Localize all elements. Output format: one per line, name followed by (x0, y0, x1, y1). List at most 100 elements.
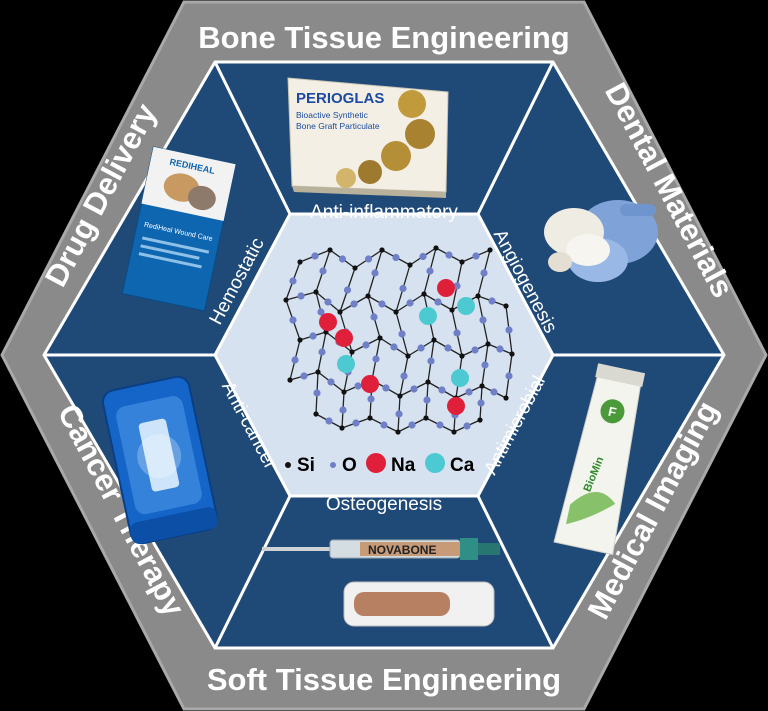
legend-o-dot (330, 462, 336, 468)
silicon-atom (503, 303, 509, 309)
oxygen-atom (354, 382, 362, 390)
oxygen-atom (438, 386, 446, 394)
rediheal-box: REDIHEAL RediHeal Wound Care (121, 146, 237, 312)
sodium-ion (319, 313, 337, 331)
silicon-atom (509, 351, 515, 357)
oxygen-atom (427, 357, 435, 365)
oxygen-atom (444, 344, 452, 352)
silicon-atom (459, 353, 465, 359)
silicon-atom (297, 337, 303, 343)
silicon-atom (379, 247, 385, 253)
silicon-atom (459, 259, 465, 265)
silicon-atom (479, 383, 485, 389)
oxygen-atom (463, 422, 471, 430)
oxygen-atom (417, 344, 425, 352)
oxygen-atom (378, 300, 386, 308)
legend-si-label: Si (297, 455, 315, 476)
silicon-atom (339, 425, 345, 431)
perioglas-brand: PERIOGLAS (296, 90, 384, 107)
oxygen-atom (289, 277, 297, 285)
outer-label-bottom: Soft Tissue Engineering (207, 662, 561, 697)
outer-label-top: Bone Tissue Engineering (198, 20, 570, 55)
oxygen-atom (338, 255, 347, 263)
novabone-syringe: NOVABONE (262, 538, 500, 627)
oxygen-atom (325, 417, 333, 425)
silicon-atom (431, 337, 437, 343)
oxygen-atom (362, 341, 370, 349)
silicon-atom (451, 429, 457, 435)
silicon-atom (352, 265, 358, 271)
sodium-ion (447, 397, 465, 415)
oxygen-atom (395, 410, 403, 418)
legend-si-dot (285, 462, 291, 468)
legend-na-label: Na (391, 455, 416, 476)
oxygen-atom (410, 385, 418, 393)
silicon-atom (367, 415, 373, 421)
silicon-atom (477, 417, 483, 423)
oxygen-atom (471, 346, 479, 354)
silicon-atom (287, 377, 293, 383)
oxygen-atom (400, 372, 408, 380)
oxygen-atom (398, 330, 406, 338)
oxygen-atom (481, 361, 489, 369)
silicon-atom (487, 247, 493, 253)
oxygen-atom (291, 356, 299, 364)
silicon-atom (315, 369, 321, 375)
silicon-atom (283, 297, 289, 303)
legend: Si O Na Ca (285, 453, 475, 476)
silicon-atom (425, 379, 431, 385)
oxygen-atom (434, 298, 442, 306)
inner-label-bottom: Osteogenesis (326, 494, 442, 515)
oxygen-atom (309, 332, 317, 340)
oxygen-atom (350, 300, 358, 308)
oxygen-atom (496, 345, 504, 353)
oxygen-atom (480, 269, 488, 277)
oxygen-atom (408, 421, 416, 429)
legend-o-label: O (342, 455, 357, 476)
oxygen-atom (300, 372, 308, 380)
silicon-atom (393, 309, 399, 315)
perioglas-box: PERIOGLAS Bioactive Synthetic Bone Graft… (287, 77, 449, 198)
oxygen-atom (313, 389, 321, 397)
oxygen-atom (317, 308, 325, 316)
silicon-atom (337, 309, 343, 315)
perioglas-line1: Bioactive Synthetic (296, 110, 369, 120)
oxygen-atom (505, 326, 513, 334)
oxygen-atom (479, 316, 487, 324)
oxygen-atom (318, 348, 326, 356)
oxygen-atom (472, 252, 480, 260)
oxygen-atom (490, 388, 498, 396)
oxygen-atom (477, 399, 485, 407)
oxygen-atom (453, 282, 461, 290)
sodium-ion (437, 279, 455, 297)
silicate-network (283, 245, 515, 435)
oxygen-atom (436, 421, 444, 429)
oxygen-atom (505, 372, 513, 380)
oxygen-atom (453, 329, 461, 337)
silicon-atom (365, 293, 371, 299)
legend-ca-dot (425, 453, 445, 473)
silicon-atom (449, 307, 455, 313)
oxygen-atom (390, 343, 398, 351)
legend-ca-label: Ca (450, 455, 475, 476)
oxygen-atom (406, 299, 414, 307)
oxygen-atom (364, 255, 373, 263)
silicon-atom (405, 353, 411, 359)
silicon-atom (327, 247, 333, 253)
vial-container (101, 375, 219, 545)
oxygen-atom (399, 284, 407, 293)
silicon-atom (475, 293, 481, 299)
oxygen-atom (423, 396, 431, 404)
legend-na-dot (366, 453, 386, 473)
calcium-ion (457, 297, 475, 315)
silicon-atom (485, 341, 491, 347)
silicon-atom (297, 259, 303, 265)
panel-dividers (44, 61, 724, 649)
oxygen-atom (343, 286, 352, 294)
oxygen-atom (339, 406, 347, 414)
silicon-atom (313, 289, 319, 295)
silicon-atom (395, 429, 401, 435)
oxygen-atom (352, 419, 360, 427)
calcium-ion (337, 355, 355, 373)
